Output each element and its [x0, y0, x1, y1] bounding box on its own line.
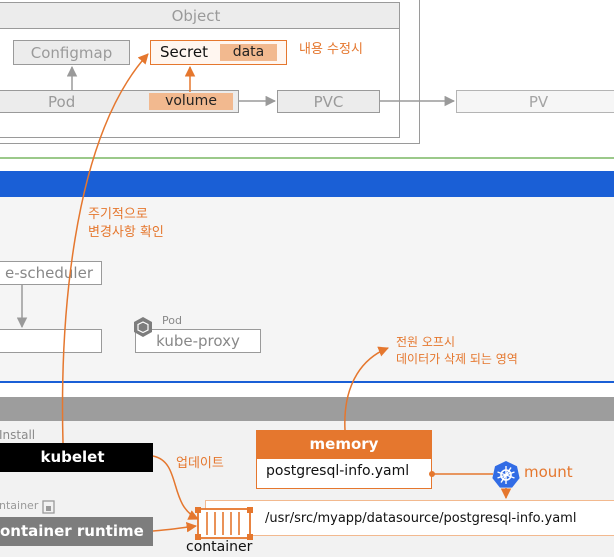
periodic-check-note: 주기적으로 변경사항 확인 [88, 207, 164, 240]
scheduler-box[interactable]: e-scheduler [0, 261, 102, 285]
configmap-box[interactable]: Configmap [13, 40, 130, 65]
secret-label: Secret [160, 43, 208, 61]
memory-mount-dot [429, 471, 435, 477]
pv-box[interactable]: PV [456, 90, 614, 113]
kubelet-watch-secret-arrow [61, 53, 149, 444]
secret-box[interactable]: Secret data [150, 40, 287, 65]
control-plane-header [0, 171, 614, 197]
update-note: 업데이트 [176, 456, 224, 471]
update-arrow [152, 455, 199, 520]
power-off-note: 전원 오프시 데이터가 삭제 되는 영역 [396, 335, 518, 366]
kube-proxy-box[interactable]: kube-proxy [135, 329, 261, 353]
power-note-leader [344, 346, 389, 431]
secret-data-badge: data [220, 44, 277, 61]
pod-label: Pod [162, 314, 182, 327]
volume-badge: volume [149, 93, 233, 110]
container-small-label: ntainer [0, 499, 39, 512]
kubernetes-icon [492, 461, 520, 488]
scheduler-target-box[interactable] [0, 329, 102, 353]
memory-file: postgresql-info.yaml [266, 463, 410, 479]
green-divider [0, 157, 614, 159]
container-runtime-box[interactable]: ontainer runtime [0, 517, 153, 546]
node-header-bar [0, 397, 614, 421]
cube-icon [134, 317, 152, 337]
control-plane-bottom-line [0, 381, 614, 383]
runtime-to-container-arrow [152, 521, 198, 533]
install-label: Install [0, 428, 36, 442]
kubelet-box[interactable]: kubelet [0, 443, 153, 472]
mount-path: /usr/src/myapp/datasource/postgresql-inf… [265, 511, 577, 526]
container-label: container [186, 539, 253, 555]
mount-label: mount [524, 463, 573, 481]
object-inner-panel [0, 2, 400, 138]
memory-title: memory [256, 430, 432, 459]
control-plane-area [0, 197, 614, 382]
container-icon [195, 507, 253, 540]
edit-note: 내용 수정시 [299, 42, 363, 57]
pvc-box[interactable]: PVC [277, 90, 380, 113]
object-title: Object [0, 2, 400, 29]
container-runtime-icon [42, 500, 55, 514]
mount-path-box [205, 500, 614, 536]
